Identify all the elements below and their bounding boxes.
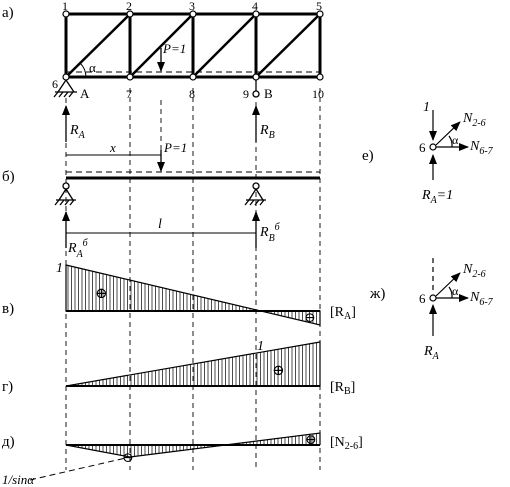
span-label: l: [158, 217, 162, 232]
il-rb-label: [RB]: [330, 380, 355, 397]
node-zh-force-n67: N6-7: [469, 290, 494, 308]
diagonal-6-2: [65, 13, 131, 78]
beam: [66, 171, 320, 180]
il-n26-extension: [29, 456, 131, 481]
il-ra-outline: [65, 264, 321, 326]
part-label-b: б): [2, 169, 15, 185]
node-label-8: 8: [189, 87, 195, 101]
il-ra-minus-sign: ⊖: [304, 311, 316, 326]
il-ra-plus-sign: ⊕: [95, 286, 108, 302]
il-n26-outline: [65, 432, 321, 458]
part-label-g: г): [2, 379, 13, 395]
node-e-forces: [429, 110, 469, 180]
node-label-3: 3: [189, 0, 195, 13]
angle-arc: [79, 62, 87, 78]
node-zh-force-n26: N2-6: [462, 262, 486, 280]
node-label-9: 9: [243, 87, 249, 101]
x-dimension-label: x: [109, 140, 116, 155]
node-e-load-label: 1: [423, 100, 430, 115]
il-ra-label: [RA]: [330, 305, 356, 322]
beam-support-b: [244, 182, 266, 206]
node-zh-joint: [429, 294, 437, 302]
node-zh-reaction-label: RA: [423, 344, 440, 362]
il-n26-value: 1/sinα: [2, 472, 35, 487]
truss-reaction-a-label: RA: [69, 123, 86, 141]
truss-nodes: [62, 10, 324, 81]
beam-reaction-a-label: RAб: [67, 238, 89, 260]
part-label-d: д): [2, 434, 15, 450]
il-n26-hatching: [71, 433, 321, 457]
node-e-angle: α: [452, 133, 459, 147]
node-label-5: 5: [316, 0, 322, 13]
il-n26-plus-sign: ⊕: [305, 433, 317, 448]
support-a-label: A: [80, 86, 90, 101]
node-e-reaction-label: RA=1: [421, 188, 453, 206]
support-a: [53, 79, 77, 98]
node-e-node-label: 6: [419, 140, 426, 155]
part-label-a: а): [2, 5, 14, 21]
node-zh-angle: α: [452, 284, 459, 298]
projection-lines: [65, 88, 321, 470]
il-rb-outline: [65, 341, 321, 387]
truss-reaction-b-label: RB: [259, 123, 275, 141]
beam-support-a: [54, 182, 76, 206]
node-e-force-n26: N2-6: [462, 111, 486, 129]
part-label-v: в): [2, 301, 14, 317]
diagonal-7-3: [129, 13, 194, 78]
il-n26-label: [N2-6]: [330, 435, 363, 452]
node-label-6: 6: [52, 77, 58, 91]
truss-load-label: P=1: [162, 41, 186, 56]
node-label-2: 2: [126, 0, 132, 13]
diagonal-9-5: [255, 13, 321, 78]
node-e-joint: [429, 143, 437, 151]
support-b-label: B: [264, 86, 273, 101]
truss-angle-label: α: [89, 60, 96, 75]
node-label-10: 10: [312, 87, 324, 101]
support-b: [252, 80, 260, 98]
node-e-force-n67: N6-7: [469, 139, 494, 157]
beam-load-label: P=1: [163, 140, 187, 155]
part-label-zh: ж): [369, 286, 385, 302]
node-zh-node-label: 6: [419, 291, 426, 306]
il-rb-value: 1: [257, 339, 264, 354]
beam-reaction-b-label: RBб: [259, 222, 281, 244]
node-label-4: 4: [252, 0, 258, 13]
il-n26-minus-sign: ⊖: [122, 451, 134, 466]
diagonal-8-4: [192, 13, 257, 78]
il-rb-hatching: [74, 342, 321, 386]
part-label-e: е): [362, 148, 374, 164]
truss: [64, 12, 322, 79]
il-rb-plus-sign: ⊕: [272, 363, 285, 379]
node-zh-forces: [429, 258, 469, 336]
node-label-1: 1: [62, 0, 68, 13]
node-label-7: 7: [126, 87, 132, 101]
il-ra-value: 1: [56, 261, 63, 276]
